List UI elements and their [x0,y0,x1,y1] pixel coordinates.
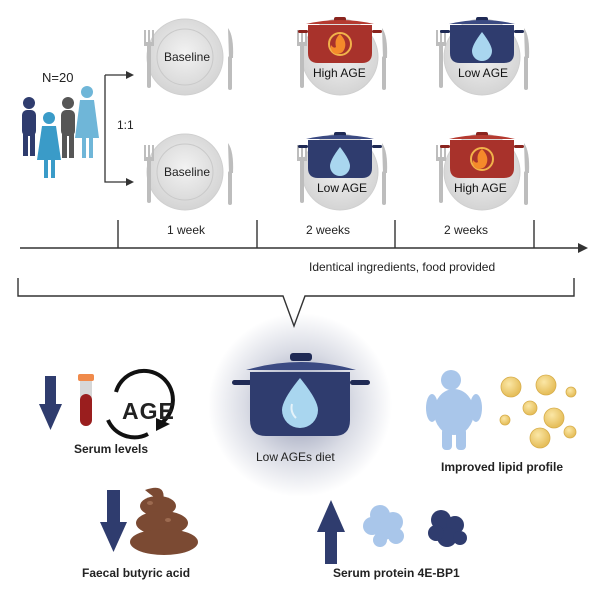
ratio-label: 1:1 [117,118,134,132]
arm1-period2-label: High AGE [313,66,366,80]
flame-icon [328,32,352,56]
arm2-baseline-plate [144,133,234,211]
water-drop-icon [472,32,492,61]
pot-icon [232,353,370,436]
butyric-acid-label: Faecal butyric acid [82,566,191,580]
fat-droplets-icon [499,374,577,449]
flame-icon [470,147,494,171]
knife-icon [382,28,388,90]
lipid-profile-label: Improved lipid profile [441,460,564,474]
serum-levels-label: Serum levels [74,442,149,456]
fork-icon [144,145,154,203]
arrow-down-icon [39,376,62,430]
arm1-period3-label: Low AGE [458,66,509,80]
duration-label-3: 2 weeks [444,223,489,237]
arm2-period3-plate [436,132,530,211]
serum-protein-label: Serum protein 4E-BP1 [333,566,460,580]
fork-icon [436,30,446,88]
fork-icon [436,145,446,203]
cycle-arrow-icon [106,368,175,440]
arm2-period1-label: Baseline [164,165,211,179]
duration-label-1: 1 week [167,223,206,237]
people-icon [22,86,99,178]
arm1-baseline-plate [144,18,234,96]
duration-label-2: 2 weeks [306,223,351,237]
arm2-period2-label: Low AGE [317,181,368,195]
arm1-period3-plate [436,17,530,96]
arm2-period3-label: High AGE [454,181,507,195]
arrow-down-icon [100,490,127,552]
sample-size-label: N=20 [42,70,74,85]
arm1-period1-label: Baseline [164,50,211,64]
center-diet-label: Low AGEs diet [256,450,335,464]
knife-icon [382,143,388,205]
protein-blob-icon [363,505,467,547]
fork-icon [297,30,307,88]
randomisation-arrows [104,71,134,186]
water-drop-icon [282,378,318,428]
fork-icon [297,145,307,203]
knife-icon [524,28,530,90]
arm2-period2-plate [297,132,388,211]
fork-icon [144,30,154,88]
timeline-note: Identical ingredients, food provided [309,260,496,274]
blood-tube-icon [78,374,94,426]
knife-icon [228,143,234,205]
water-drop-icon [330,147,350,176]
knife-icon [524,143,530,205]
knife-icon [228,28,234,90]
arm1-period2-plate [297,17,388,96]
stool-icon [130,487,198,555]
arrow-up-icon [317,500,345,564]
body-icon [426,370,482,450]
timeline [20,220,588,253]
age-badge: AGE [122,398,175,424]
